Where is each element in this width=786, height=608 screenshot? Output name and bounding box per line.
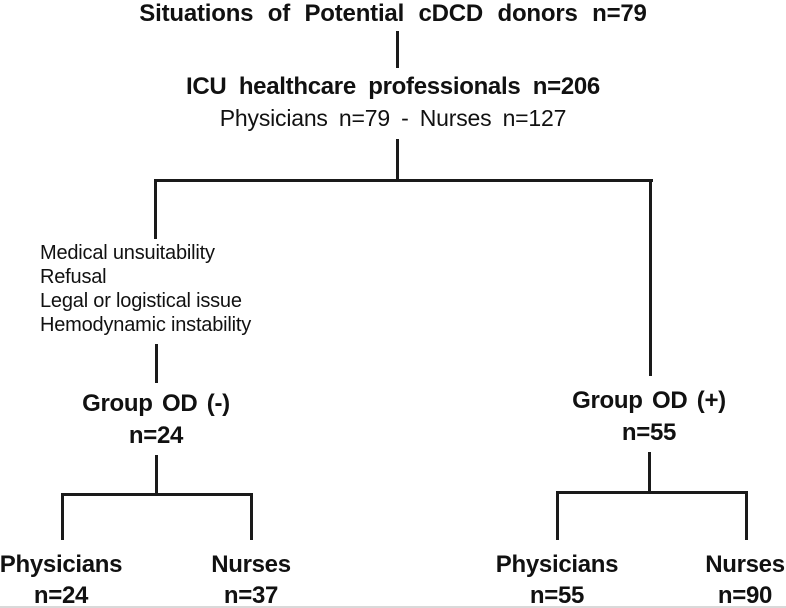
leaf-negative-physicians-count: n=24 bbox=[33, 582, 89, 608]
exclusion-list: Medical unsuitability Refusal Legal or l… bbox=[40, 241, 251, 337]
main-branch-line bbox=[154, 179, 653, 182]
leaf-negative-nurses-count: n=37 bbox=[223, 582, 279, 608]
leaf-positive-physicians-count: n=55 bbox=[529, 582, 585, 608]
leaf-positive-nurses: Nurses n=90 bbox=[640, 549, 786, 608]
group-od-positive-count: n=55 bbox=[621, 419, 677, 446]
connector-root-to-icu bbox=[396, 31, 399, 68]
group-od-positive-label: Group OD (+) bbox=[572, 387, 726, 414]
connector-group-negative-stem bbox=[155, 455, 158, 496]
icu-node-line1: ICU healthcare professionals n=206 bbox=[186, 73, 600, 100]
connector-negative-physicians bbox=[61, 493, 64, 540]
connector-branch-to-group-positive bbox=[649, 179, 652, 376]
exclusion-item: Refusal bbox=[40, 266, 107, 288]
exclusion-item: Hemodynamic instability bbox=[40, 314, 252, 336]
group-od-negative-node: Group OD (-) n=24 bbox=[36, 388, 276, 452]
exclusion-item: Medical unsuitability bbox=[40, 242, 215, 264]
figure-bottom-rule bbox=[0, 606, 786, 608]
connector-positive-nurses bbox=[745, 491, 748, 540]
branch-line-positive bbox=[556, 491, 748, 494]
branch-line-negative bbox=[61, 493, 253, 496]
exclusion-item: Legal or logistical issue bbox=[40, 290, 242, 312]
leaf-negative-nurses: Nurses n=37 bbox=[146, 549, 356, 608]
leaf-negative-physicians: Physicians n=24 bbox=[0, 549, 166, 608]
leaf-positive-nurses-label: Nurses bbox=[705, 551, 785, 578]
connector-negative-nurses bbox=[250, 493, 253, 540]
leaf-positive-nurses-count: n=90 bbox=[717, 582, 773, 608]
connector-exclusions-to-group-negative bbox=[155, 344, 158, 383]
leaf-positive-physicians-label: Physicians bbox=[495, 551, 619, 578]
leaf-negative-nurses-label: Nurses bbox=[211, 551, 291, 578]
icu-node-line2: Physicians n=79 - Nurses n=127 bbox=[219, 105, 567, 131]
connector-group-positive-stem bbox=[648, 452, 651, 493]
root-node: Situations of Potential cDCD donors n=79 bbox=[139, 0, 647, 27]
connector-branch-to-exclusions bbox=[154, 179, 157, 239]
group-od-negative-label: Group OD (-) bbox=[82, 390, 230, 417]
connector-icu-to-branch bbox=[396, 139, 399, 181]
connector-positive-physicians bbox=[556, 491, 559, 540]
group-od-negative-count: n=24 bbox=[128, 422, 184, 449]
leaf-positive-physicians: Physicians n=55 bbox=[452, 549, 662, 608]
group-od-positive-node: Group OD (+) n=55 bbox=[529, 385, 769, 449]
leaf-negative-physicians-label: Physicians bbox=[0, 551, 123, 578]
